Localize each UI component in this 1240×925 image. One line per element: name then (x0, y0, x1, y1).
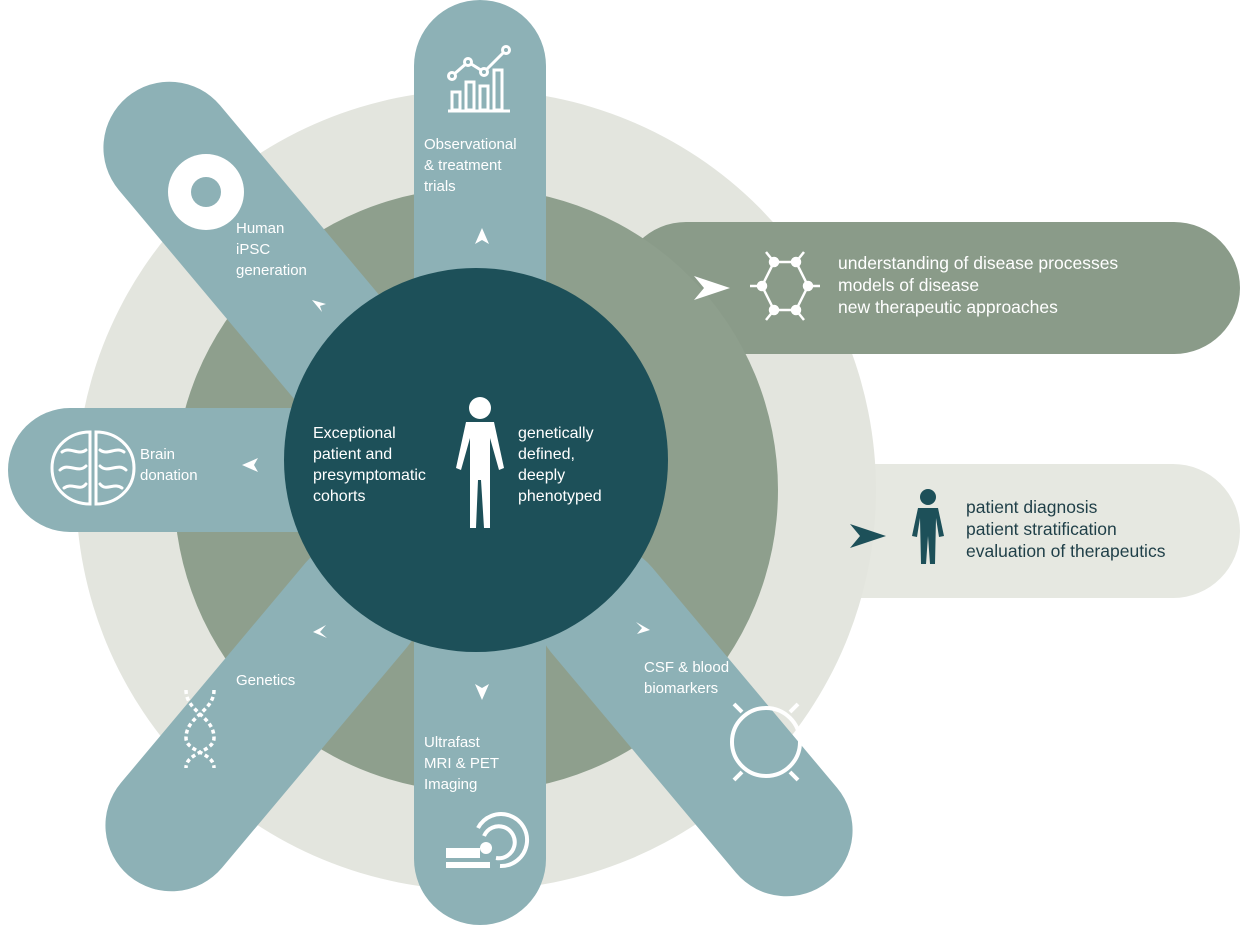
clinical-output-line: patient stratification (966, 519, 1117, 539)
arm-trials-label: Observational & treatment trials (424, 134, 517, 197)
arrow-down-imaging (475, 684, 489, 700)
arrow-ipsc (312, 300, 326, 312)
arm-genetics (105, 538, 423, 892)
center-right-line: deeply (518, 467, 566, 484)
arm-label-line: Brain (140, 446, 176, 463)
arm-label-line: Human (236, 220, 285, 237)
center-left-line: patient and (313, 446, 393, 463)
dna-icon (184, 689, 216, 769)
research-output-label: understanding of disease processes model… (838, 252, 1118, 318)
arm-label-line: donation (140, 467, 198, 484)
arm-label-line: CSF & blood (644, 659, 730, 676)
human-figure-icon (456, 397, 504, 528)
scanner-icon (446, 812, 530, 869)
arm-label-line: Ultrafast (424, 734, 480, 751)
clinical-output-line: patient diagnosis (966, 497, 1098, 517)
arrow-left-brain (242, 458, 258, 472)
center-right-label: genetically defined, deeply phenotyped (518, 423, 602, 507)
clinical-arrow (850, 524, 886, 548)
research-output-line: understanding of disease processes (838, 253, 1119, 273)
arrow-up-trials (475, 228, 489, 244)
arm-genetics-label: Genetics (236, 670, 295, 691)
research-output-line: new therapeutic approaches (838, 297, 1058, 317)
arm-label-line: iPSC (236, 241, 271, 258)
person-icon (912, 489, 944, 564)
chart-icon (447, 45, 511, 113)
research-output-band (620, 222, 1240, 354)
arm-label-line: & treatment (424, 157, 502, 174)
arm-label-line: Genetics (236, 672, 296, 689)
arm-imaging-label: Ultrafast MRI & PET Imaging (424, 732, 499, 795)
center-right-line: defined, (518, 446, 575, 463)
arm-label-line: trials (424, 178, 456, 195)
center-left-line: presymptomatic (313, 467, 426, 484)
arrow-genetics (313, 625, 327, 638)
arm-label-line: generation (236, 262, 307, 279)
arm-brain-label: Brain donation (140, 444, 198, 486)
clinical-output-label: patient diagnosis patient stratification… (966, 496, 1165, 562)
arm-label-line: biomarkers (644, 680, 719, 697)
research-output-line: models of disease (838, 275, 980, 295)
center-left-line: Exceptional (313, 425, 396, 442)
center-right-line: genetically (518, 425, 594, 442)
arrow-biomarkers (636, 622, 650, 634)
center-right-line: phenotyped (518, 488, 602, 505)
arm-biomarkers (535, 543, 853, 897)
arm-label-line: Observational (424, 136, 517, 153)
arm-arrows (242, 228, 650, 700)
clinical-output-line: evaluation of therapeutics (966, 541, 1166, 561)
network-icon (750, 251, 820, 321)
brain-icon (50, 430, 136, 506)
arm-biomarkers-label: CSF & blood biomarkers (644, 657, 729, 699)
sample-ring-icon (730, 702, 802, 782)
arm-label-line: Imaging (424, 776, 478, 793)
research-arrow (694, 276, 730, 300)
arm-label-line: MRI & PET (424, 755, 500, 772)
center-left-line: cohorts (313, 488, 366, 505)
arm-ipsc-label: Human iPSC generation (236, 218, 307, 281)
cell-icon (168, 154, 244, 230)
center-left-label: Exceptional patient and presymptomatic c… (313, 423, 426, 507)
